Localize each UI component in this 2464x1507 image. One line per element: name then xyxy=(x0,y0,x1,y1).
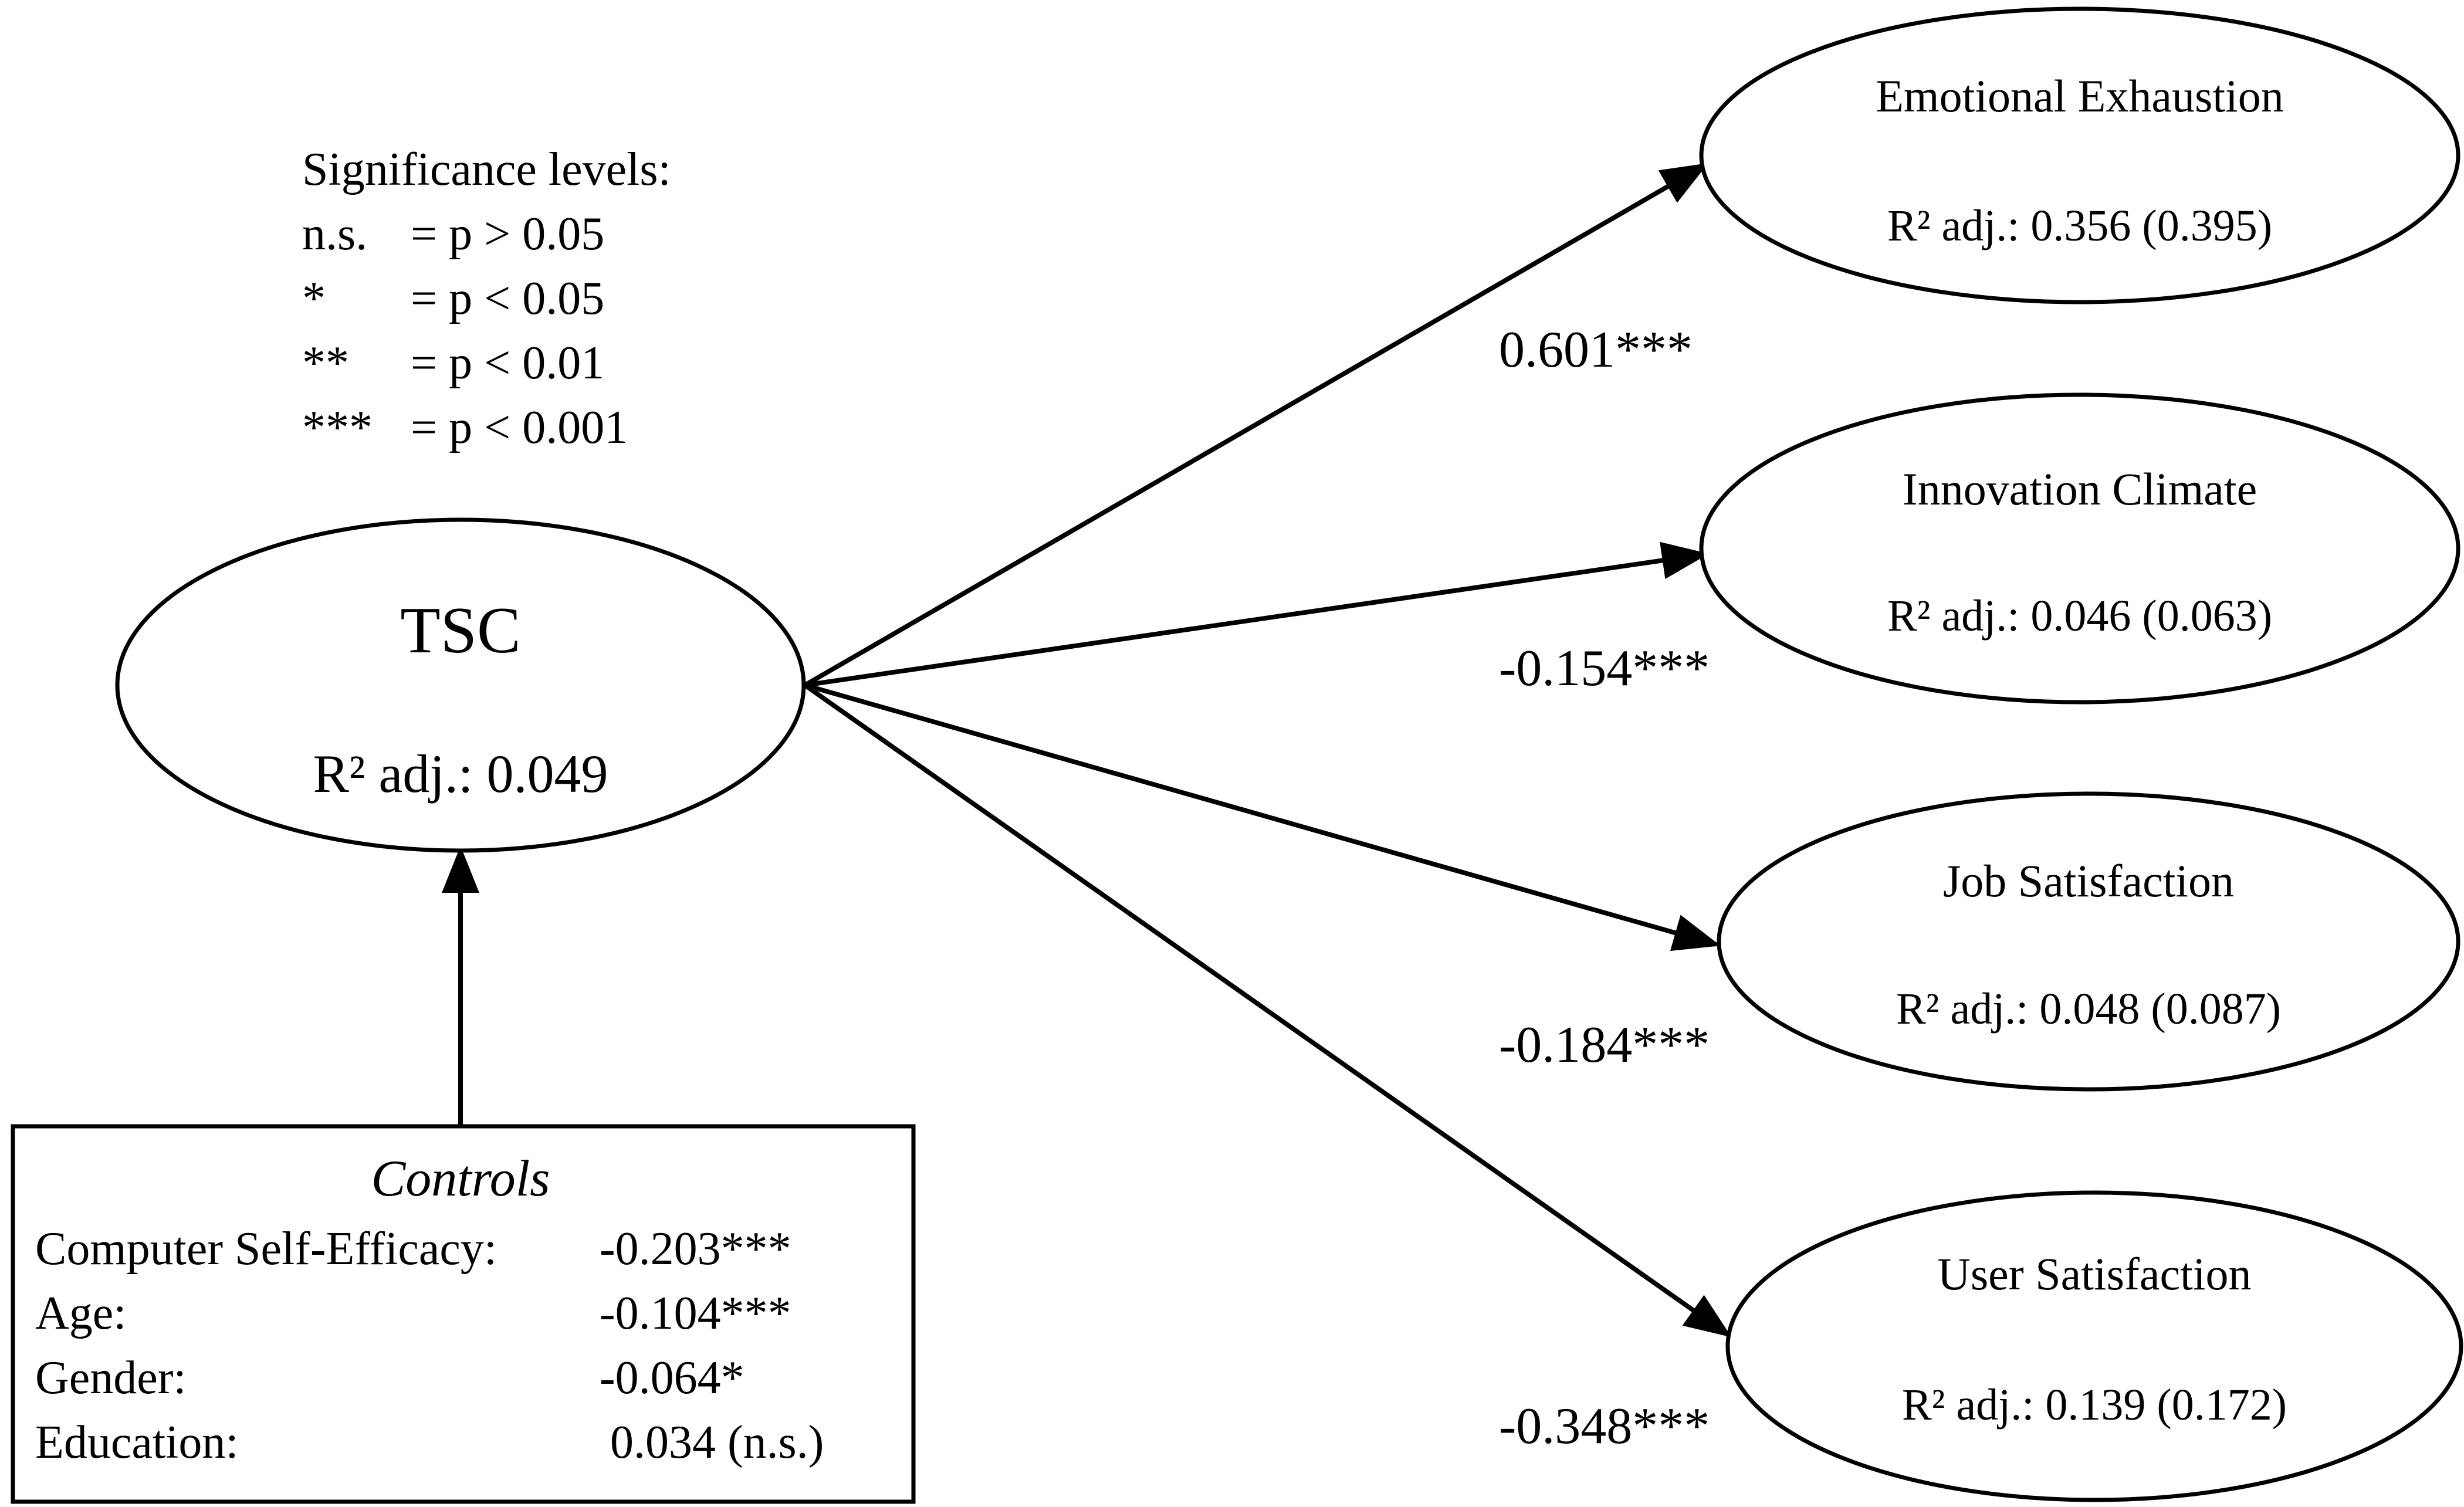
coef-job-satisfaction: -0.184*** xyxy=(1499,1017,1710,1073)
controls-box: Controls Computer Self-Efficacy: -0.203*… xyxy=(11,1124,916,1504)
control-value: -0.203*** xyxy=(600,1223,791,1275)
outcome-r2: R² adj.: 0.139 (0.172) xyxy=(1902,1380,2287,1430)
outcome-node-emotional-exhaustion: Emotional Exhaustion R² adj.: 0.356 (0.3… xyxy=(1699,6,2460,304)
significance-symbol-1: * xyxy=(302,273,326,324)
control-value: -0.104*** xyxy=(600,1288,791,1339)
outcome-title: Job Satisfaction xyxy=(1943,855,2234,906)
outcome-r2: R² adj.: 0.048 (0.087) xyxy=(1896,984,2281,1034)
tsc-r2: R² adj.: 0.049 xyxy=(313,744,608,804)
outcome-r2: R² adj.: 0.046 (0.063) xyxy=(1887,591,2272,641)
arrow-tsc-to-emotional-exhaustion xyxy=(803,162,1708,688)
significance-meaning-3: = p < 0.001 xyxy=(411,402,628,453)
arrow-tsc-to-innovation-climate xyxy=(804,541,1709,688)
control-value: 0.034 (n.s.) xyxy=(610,1417,824,1468)
control-label: Age: xyxy=(35,1288,127,1339)
control-label: Education: xyxy=(35,1417,239,1468)
outcome-r2: R² adj.: 0.356 (0.395) xyxy=(1887,201,2272,250)
tsc-node: TSC R² adj.: 0.049 xyxy=(115,517,806,853)
significance-symbol-3: *** xyxy=(302,402,373,453)
outcome-node-user-satisfaction: User Satisfaction R² adj.: 0.139 (0.172) xyxy=(1725,1190,2463,1502)
control-label: Computer Self-Efficacy: xyxy=(35,1223,497,1275)
significance-title: Significance levels: xyxy=(302,144,671,195)
outcome-title: Emotional Exhaustion xyxy=(1876,70,2283,121)
coef-user-satisfaction: -0.348*** xyxy=(1499,1398,1710,1455)
path-arrows xyxy=(442,162,1732,1337)
significance-legend: Significance levels: n.s. = p > 0.05 * =… xyxy=(302,144,671,453)
significance-meaning-2: = p < 0.01 xyxy=(411,337,604,389)
significance-symbol-2: ** xyxy=(302,337,349,389)
control-value: -0.064* xyxy=(600,1352,744,1404)
outcome-title: Innovation Climate xyxy=(1903,463,2257,514)
outcome-title: User Satisfaction xyxy=(1937,1248,2251,1299)
outcome-node-innovation-climate: Innovation Climate R² adj.: 0.046 (0.063… xyxy=(1699,392,2460,705)
coef-emotional-exhaustion: 0.601*** xyxy=(1499,321,1693,378)
tsc-title: TSC xyxy=(400,594,520,667)
outcome-node-job-satisfaction: Job Satisfaction R² adj.: 0.048 (0.087) xyxy=(1717,791,2460,1092)
arrow-tsc-to-job-satisfaction xyxy=(804,683,1721,951)
significance-meaning-1: = p < 0.05 xyxy=(411,273,604,324)
control-label: Gender: xyxy=(35,1352,187,1404)
significance-symbol-ns: n.s. xyxy=(302,208,367,260)
significance-meaning-ns: = p > 0.05 xyxy=(411,208,604,260)
path-coefficients: 0.601*** -0.154*** -0.184*** -0.348*** xyxy=(1499,321,1710,1455)
controls-title: Controls xyxy=(371,1150,550,1207)
coef-innovation-climate: -0.154*** xyxy=(1499,640,1710,697)
arrow-tsc-to-user-satisfaction xyxy=(803,683,1732,1337)
